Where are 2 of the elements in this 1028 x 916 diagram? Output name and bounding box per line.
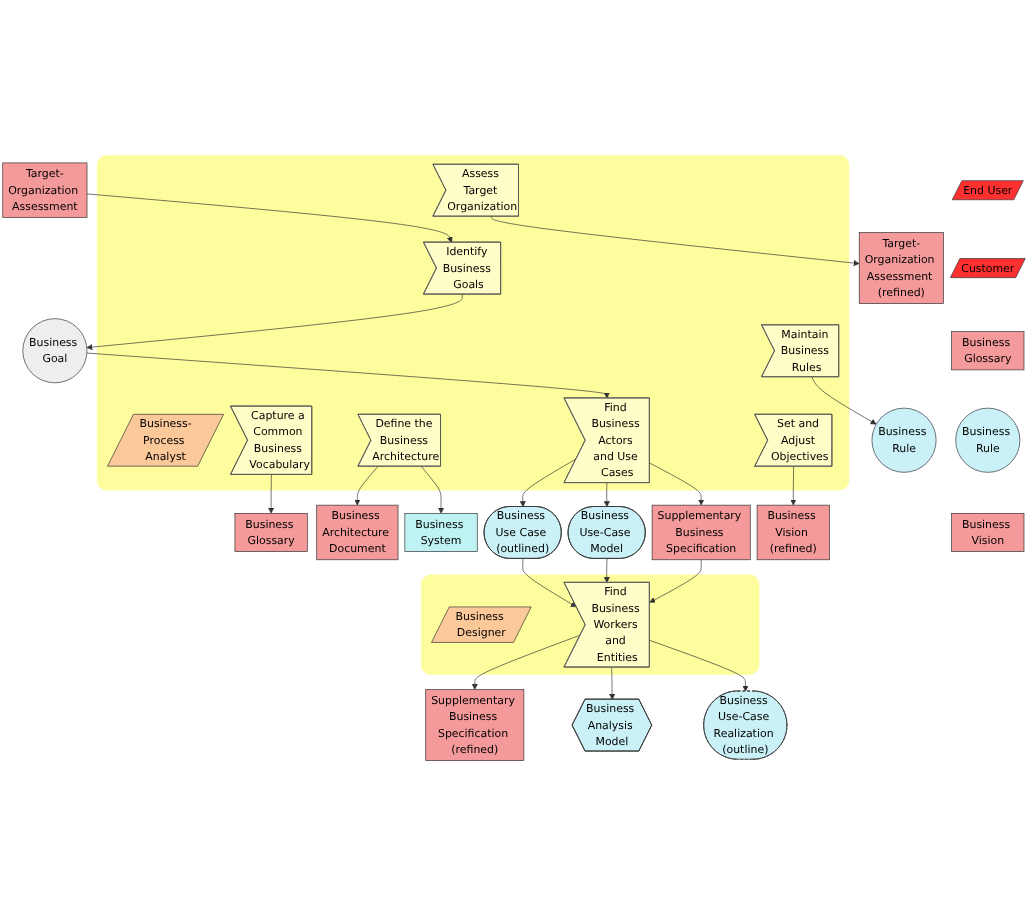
- cluster: [420, 574, 760, 675]
- cluster: [96, 155, 850, 491]
